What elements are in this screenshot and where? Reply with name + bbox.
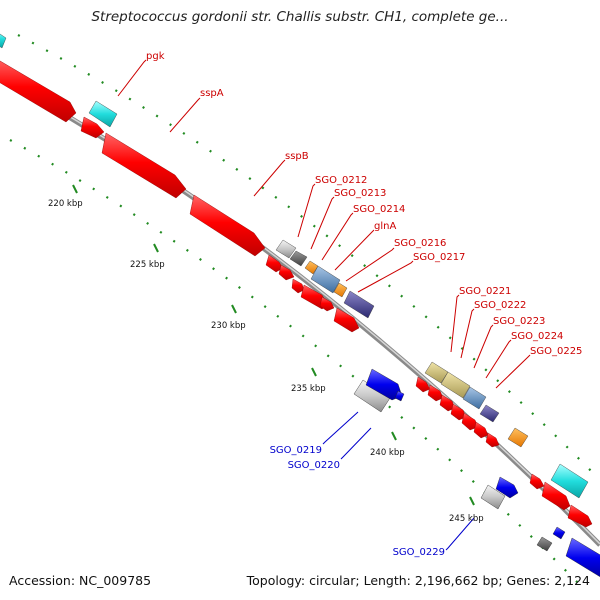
gene-box[interactable] — [333, 282, 348, 298]
cds-arrow[interactable] — [80, 116, 105, 139]
tick-label-220: 220 kbp — [48, 199, 83, 209]
cds-arrow[interactable] — [415, 376, 431, 393]
forward-leader-lines — [117, 59, 531, 389]
gene-label-sgo-0223[interactable]: SGO_0223 — [493, 316, 545, 327]
gene-box[interactable] — [304, 260, 319, 275]
reverse-cds-arrow[interactable] — [495, 476, 519, 499]
gene-box[interactable] — [310, 265, 341, 294]
reverse-cds-arrow[interactable] — [394, 390, 405, 402]
trna-box[interactable] — [88, 100, 118, 128]
forward-cds-track — [0, 58, 593, 528]
tick-mark — [391, 431, 397, 441]
trna-box[interactable] — [0, 30, 7, 49]
reverse-cds-arrow[interactable] — [552, 526, 566, 540]
cds-arrow[interactable] — [473, 421, 489, 439]
cds-arrow[interactable] — [0, 58, 77, 123]
cds-arrow[interactable] — [461, 412, 479, 431]
cds-arrow[interactable] — [485, 432, 500, 448]
cds-arrow[interactable] — [529, 473, 545, 490]
gene-label-sgo-0214[interactable]: SGO_0214 — [353, 204, 405, 215]
gene-box[interactable] — [440, 371, 471, 399]
gene-label-glna[interactable]: glnA — [374, 221, 396, 232]
reverse-leader-lines — [322, 411, 475, 551]
cds-arrow[interactable] — [567, 504, 593, 528]
tick-mark — [311, 367, 317, 377]
tick-label-240: 240 kbp — [370, 448, 405, 458]
reverse-cds-arrow[interactable] — [565, 537, 600, 578]
gene-box[interactable] — [507, 427, 529, 448]
gc-content-track-outer — [17, 34, 600, 481]
tick-mark — [231, 304, 237, 314]
gene-label-sgo-0221[interactable]: SGO_0221 — [459, 286, 511, 297]
cds-arrow[interactable] — [541, 481, 571, 511]
gene-label-sgo-0222[interactable]: SGO_0222 — [474, 300, 526, 311]
gene-label-sgo-0212[interactable]: SGO_0212 — [315, 175, 367, 186]
forward-feature-track — [0, 30, 589, 499]
gc-content-track-inner — [9, 139, 586, 591]
tick-mark — [153, 243, 159, 253]
accession-label: Accession: NC_009785 — [9, 573, 152, 588]
tick-mark — [469, 496, 475, 506]
gene-label-sspb[interactable]: sspB — [285, 151, 309, 162]
tick-label-235: 235 kbp — [291, 384, 326, 394]
gene-label-sgo-0219[interactable]: SGO_0219 — [270, 445, 322, 456]
gene-label-sgo-0220[interactable]: SGO_0220 — [288, 460, 340, 471]
cds-arrow[interactable] — [278, 264, 295, 281]
tick-label-225: 225 kbp — [130, 260, 165, 270]
gene-box[interactable] — [275, 239, 297, 259]
gene-box[interactable] — [462, 386, 487, 410]
gene-label-sgo-0229[interactable]: SGO_0229 — [393, 547, 445, 558]
cds-arrow[interactable] — [101, 132, 187, 199]
cds-arrow[interactable] — [427, 384, 444, 402]
cds-arrow[interactable] — [319, 296, 335, 312]
gene-label-sgo-0213[interactable]: SGO_0213 — [334, 188, 386, 199]
genome-summary: Topology: circular; Length: 2,196,662 bp… — [246, 573, 590, 588]
gene-box[interactable] — [289, 250, 308, 267]
tick-label-245: 245 kbp — [449, 514, 484, 524]
cds-arrow[interactable] — [333, 307, 360, 333]
gene-label-sgo-0225[interactable]: SGO_0225 — [530, 346, 582, 357]
gene-label-sgo-0216[interactable]: SGO_0216 — [394, 238, 446, 249]
tick-label-230: 230 kbp — [211, 321, 246, 331]
map-title: Streptococcus gordonii str. Challis subs… — [91, 9, 509, 25]
tick-mark — [72, 184, 78, 194]
trna-box[interactable] — [550, 463, 589, 499]
reverse-gene-labels: SGO_0219 SGO_0220 SGO_0229 — [270, 445, 445, 558]
backbone-arc-highlight — [0, 75, 600, 545]
cds-arrow[interactable] — [439, 394, 456, 412]
gene-box[interactable] — [480, 484, 506, 510]
cds-arrow[interactable] — [265, 254, 284, 273]
gene-box[interactable] — [343, 290, 375, 319]
gene-label-sgo-0217[interactable]: SGO_0217 — [413, 252, 465, 263]
gene-label-pgk[interactable]: pgk — [146, 51, 165, 62]
gene-box[interactable] — [479, 404, 500, 423]
forward-gene-labels: pgk sspA sspB SGO_0212 SGO_0213 SGO_0214… — [146, 51, 582, 357]
ruler-ticks: 220 kbp 225 kbp 230 kbp 235 kbp 240 kbp … — [48, 184, 484, 524]
gene-label-sspa[interactable]: sspA — [200, 88, 224, 99]
cds-arrow[interactable] — [291, 278, 305, 294]
gene-box[interactable] — [424, 361, 449, 384]
gene-box[interactable] — [536, 536, 553, 552]
cds-arrow[interactable] — [189, 194, 266, 257]
gene-label-sgo-0224[interactable]: SGO_0224 — [511, 331, 563, 342]
cds-arrow[interactable] — [450, 403, 467, 421]
reverse-feature-track — [353, 368, 600, 578]
